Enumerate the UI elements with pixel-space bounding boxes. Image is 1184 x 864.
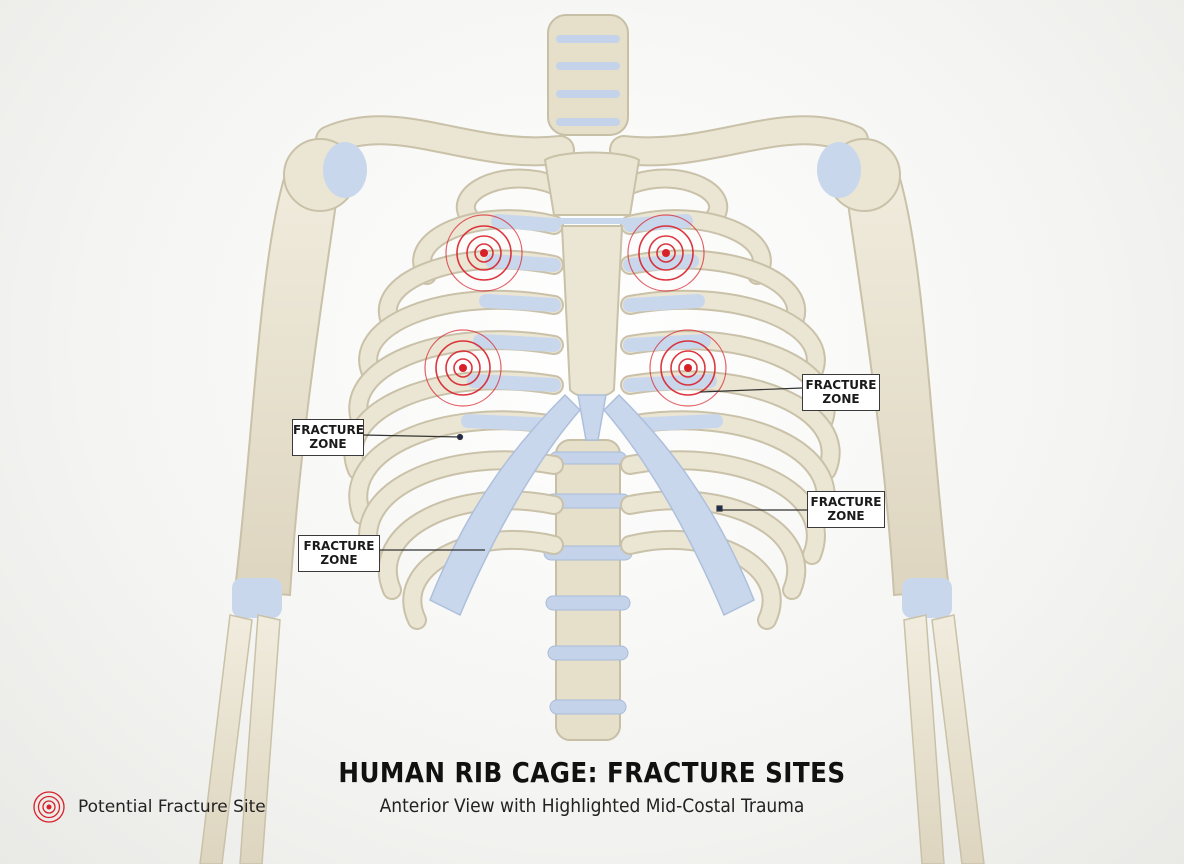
callout-line2: ZONE — [320, 553, 358, 567]
marker-center — [459, 364, 467, 372]
rib — [623, 294, 705, 312]
fracture-markers — [424, 214, 727, 407]
rib — [479, 294, 561, 312]
rib — [622, 492, 805, 598]
marker-ring — [445, 214, 523, 292]
marker-ring — [678, 358, 698, 378]
marker-ring — [435, 340, 491, 396]
callout-leaders — [361, 387, 807, 551]
rib — [404, 531, 562, 628]
rib — [622, 170, 727, 228]
fracture-site-marker — [627, 214, 705, 292]
diagram-subtitle: Anterior View with Highlighted Mid-Costa… — [379, 795, 805, 817]
rib — [623, 254, 699, 272]
callout-line1: FRACTURE — [303, 539, 375, 553]
marker-ring — [649, 329, 727, 407]
marker-ring — [445, 350, 481, 386]
marker-ring — [474, 243, 494, 263]
legend: Potential Fracture Site — [32, 790, 266, 824]
sternum — [543, 151, 641, 441]
callout-line2: ZONE — [309, 437, 347, 451]
marker-ring — [656, 243, 676, 263]
callout-line2: ZONE — [822, 392, 860, 406]
fracture-zone-callout-left-upper: FRACTURE ZONE — [292, 419, 364, 456]
marker-ring — [627, 214, 705, 292]
fracture-site-marker — [424, 329, 502, 407]
clavicles — [315, 115, 869, 167]
legend-label: Potential Fracture Site — [78, 797, 266, 817]
fracture-zone-callout-left-lower: FRACTURE ZONE — [298, 535, 380, 572]
rib — [467, 374, 561, 392]
marker-ring — [453, 358, 473, 378]
marker-ring — [456, 225, 512, 281]
marker-ring — [660, 340, 716, 396]
fracture-site-marker — [649, 329, 727, 407]
marker-ring — [424, 329, 502, 407]
rib — [485, 254, 561, 272]
spine — [543, 14, 633, 741]
diagram-title: HUMAN RIB CAGE: FRACTURE SITES — [338, 756, 846, 789]
costal-cartilage — [429, 393, 755, 617]
fracture-site-marker — [445, 214, 523, 292]
callout-line2: ZONE — [827, 509, 865, 523]
marker-center — [684, 364, 692, 372]
marker-ring — [648, 235, 684, 271]
rib — [491, 214, 561, 232]
marker-ring — [670, 350, 706, 386]
rib — [379, 492, 562, 598]
rib — [457, 170, 562, 228]
callout-line1: FRACTURE — [810, 495, 882, 509]
marker-center — [662, 249, 670, 257]
callout-line1: FRACTURE — [805, 378, 877, 392]
target-rings-icon — [33, 791, 65, 823]
rib — [622, 531, 780, 628]
right-arm — [817, 138, 985, 864]
rib — [623, 374, 717, 392]
left-arm — [199, 138, 367, 864]
fracture-zone-callout-right-lower: FRACTURE ZONE — [807, 491, 885, 528]
rib — [623, 214, 693, 232]
marker-ring — [466, 235, 502, 271]
rib — [473, 334, 561, 352]
marker-center — [480, 249, 488, 257]
ribs — [343, 168, 841, 630]
callout-line1: FRACTURE — [293, 423, 364, 437]
fracture-zone-callout-right-upper: FRACTURE ZONE — [802, 374, 880, 411]
marker-ring — [638, 225, 694, 281]
